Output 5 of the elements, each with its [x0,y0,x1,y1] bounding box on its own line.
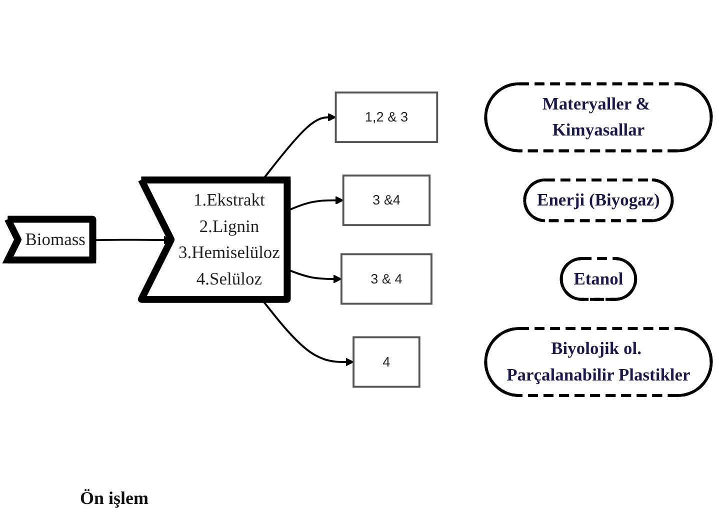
node-box: 3 &4 [342,174,431,226]
caption-label: Ön işlem [80,488,149,509]
node-box: 3 & 4 [340,254,432,306]
node-box: 1,2 & 3 [334,92,438,144]
node-box: 4 [352,336,420,388]
